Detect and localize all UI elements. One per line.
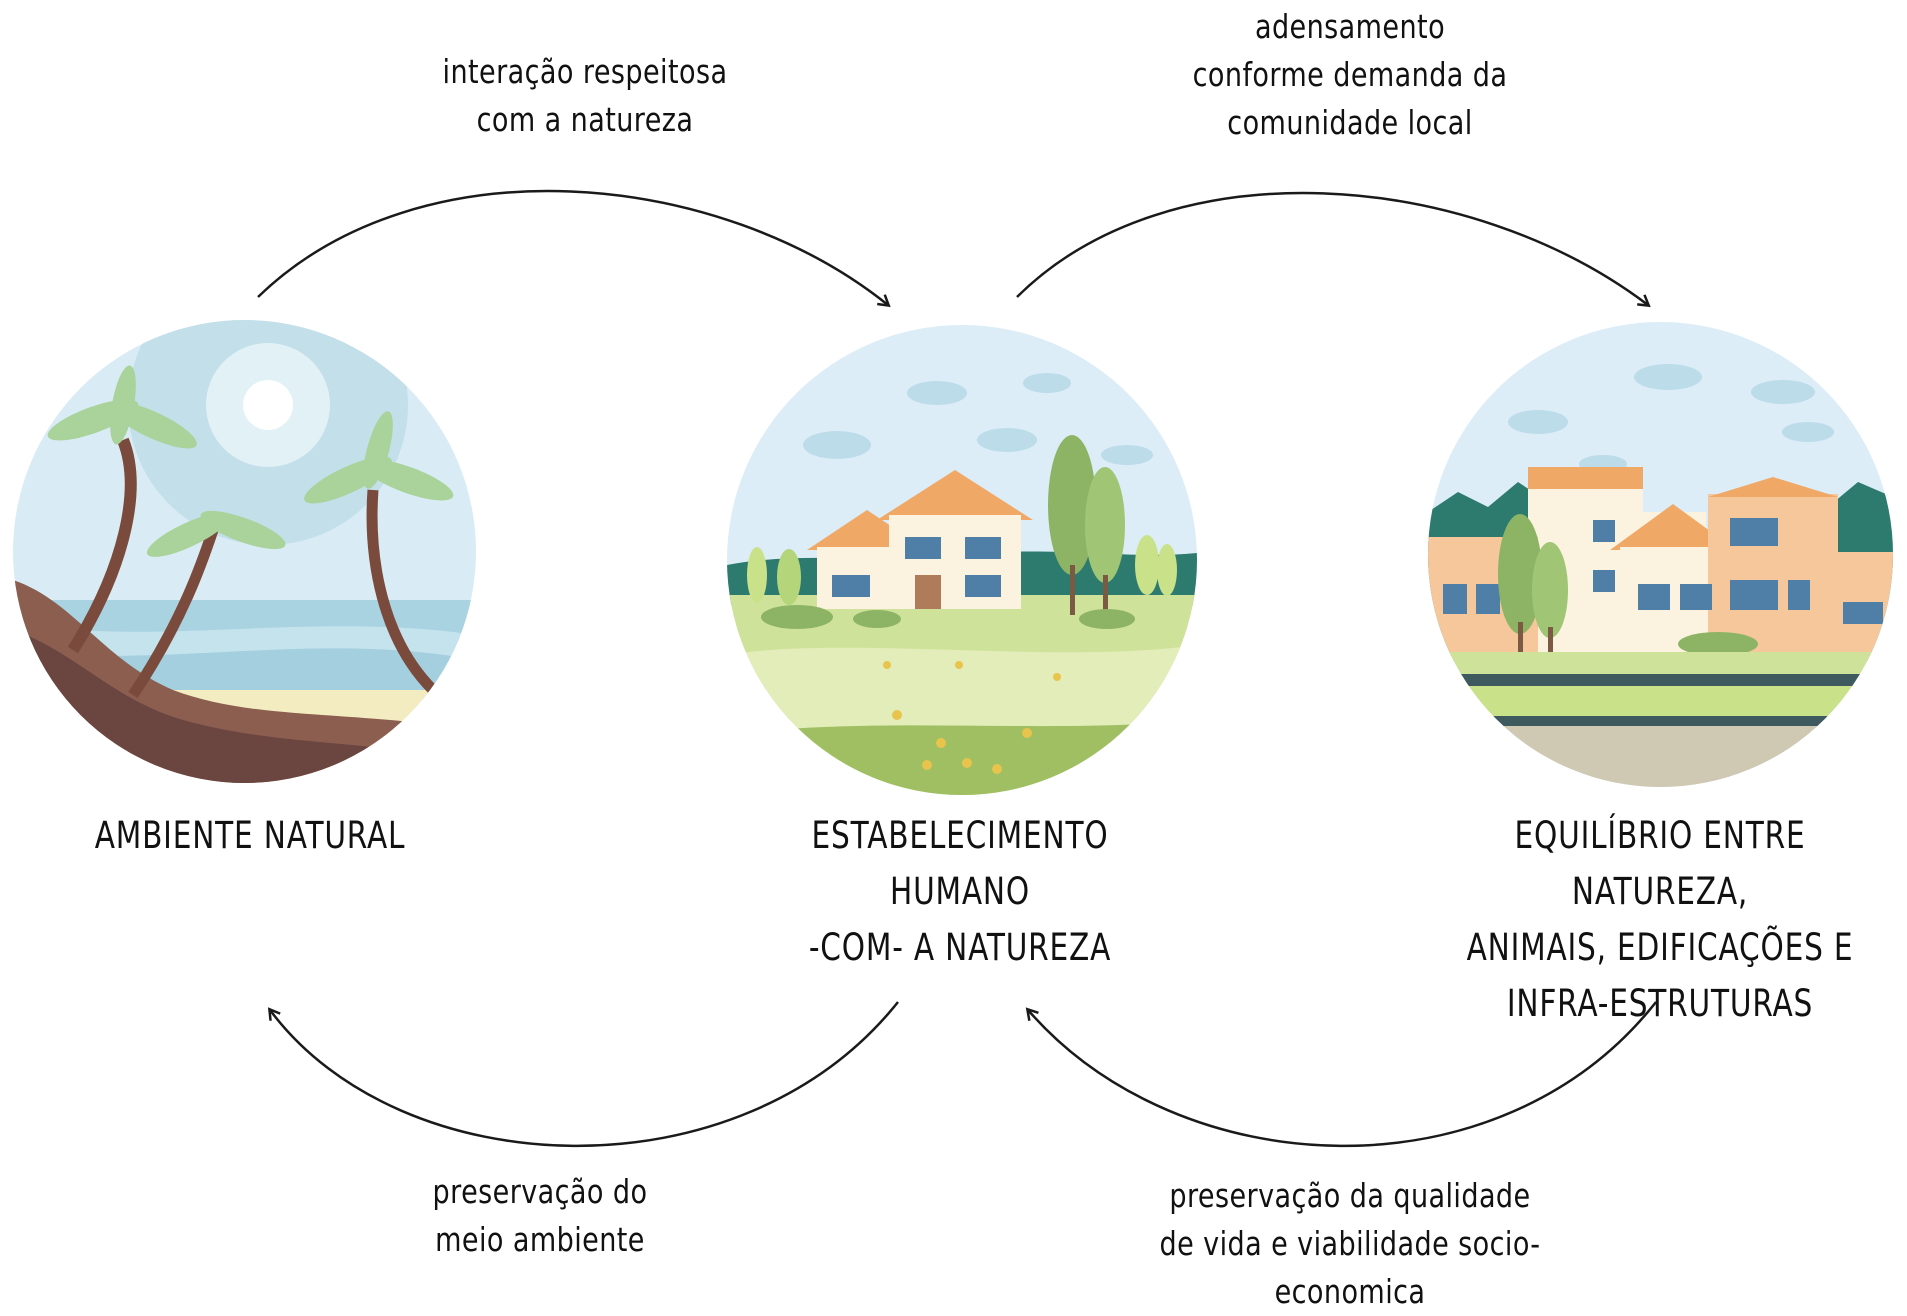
stage-label-natural: AMBIENTE NATURAL	[94, 814, 406, 857]
human-settlement-illustration	[727, 325, 1197, 795]
arrow-balance-to-settlement	[1028, 1001, 1657, 1148]
arrow-settlement-to-balance	[1016, 191, 1648, 305]
natural-environment-illustration	[13, 320, 476, 783]
arrow-natural-to-settlement	[257, 189, 888, 305]
stage-label-settlement: ESTABELECIMENTO HUMANO-COM- A NATUREZA	[808, 814, 1112, 969]
stage-label-balance: EQUILÍBRIO ENTRE NATUREZA,ANIMAIS, EDIFI…	[1466, 814, 1854, 1025]
arrow-settlement-to-natural	[270, 1001, 899, 1148]
balanced-town-illustration	[1428, 322, 1893, 787]
